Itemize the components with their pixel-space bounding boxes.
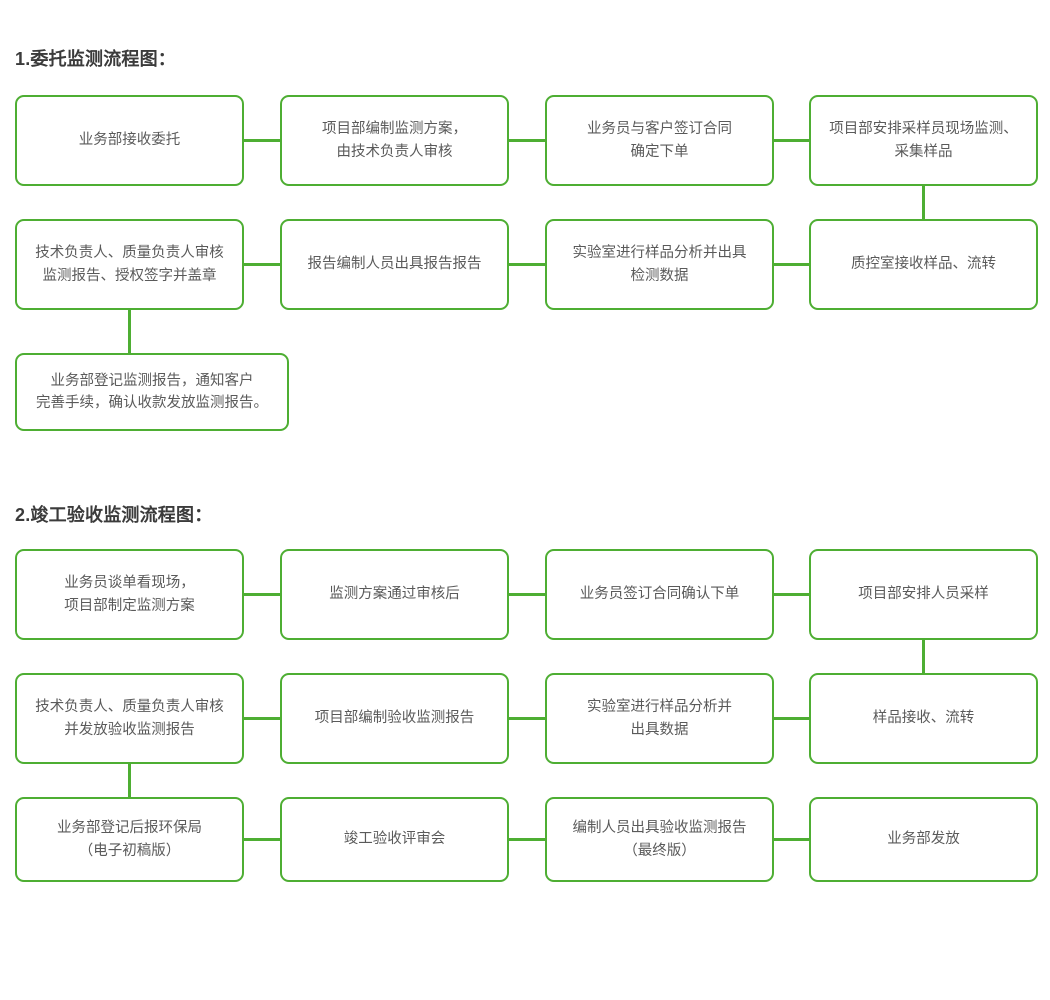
- flow-box-label: 项目部编制监测方案， 由技术负责人审核: [322, 121, 467, 160]
- flow-box-label: 质控室接收样品、流转: [851, 256, 996, 273]
- flow-box-s2-b9[interactable]: 业务部登记后报环保局 （电子初稿版）: [15, 797, 244, 882]
- flow-box-label: 业务员与客户签订合同 确定下单: [587, 121, 732, 160]
- connector-s1-b4-to-b8: [922, 186, 925, 219]
- flow-box-label: 样品接收、流转: [872, 710, 975, 727]
- section-2-title: 2.竣工验收监测流程图：: [15, 505, 213, 525]
- flow-box-label: 项目部安排采样员现场监测、 采集样品: [829, 121, 1018, 160]
- connector-s2-b1-to-b2: [244, 593, 280, 596]
- connector-s1-b1-to-b2: [244, 139, 280, 142]
- connector-s1-b3-to-b4: [774, 139, 809, 142]
- flow-box-s2-b11[interactable]: 编制人员出具验收监测报告 （最终版）: [545, 797, 774, 882]
- flow-box-label: 业务部发放: [887, 831, 960, 848]
- flow-box-label: 业务员签订合同确认下单: [579, 586, 740, 603]
- connector-s1-b5-to-b9: [128, 310, 131, 353]
- flow-box-label: 业务部接收委托: [78, 132, 181, 149]
- flow-box-s2-b7[interactable]: 实验室进行样品分析并 出具数据: [545, 673, 774, 764]
- flow-box-label: 竣工验收评审会: [343, 831, 446, 848]
- flow-box-s1-b4[interactable]: 项目部安排采样员现场监测、 采集样品: [809, 95, 1038, 186]
- flow-box-label: 技术负责人、质量负责人审核 监测报告、授权签字并盖章: [35, 245, 224, 284]
- flow-box-s1-b1[interactable]: 业务部接收委托: [15, 95, 244, 186]
- flow-box-s1-b6[interactable]: 报告编制人员出具报告报告: [280, 219, 509, 310]
- flow-box-s2-b10[interactable]: 竣工验收评审会: [280, 797, 509, 882]
- connector-s2-b5-to-b9: [128, 764, 131, 797]
- connector-s2-b6-to-b5: [244, 717, 280, 720]
- connector-s2-b7-to-b6: [509, 717, 545, 720]
- flow-box-s2-b3[interactable]: 业务员签订合同确认下单: [545, 549, 774, 640]
- flow-box-label: 报告编制人员出具报告报告: [307, 256, 482, 273]
- section-1-title: 1.委托监测流程图：: [15, 49, 177, 69]
- flow-box-s2-b2[interactable]: 监测方案通过审核后: [280, 549, 509, 640]
- connector-s1-b8-to-b7: [774, 263, 809, 266]
- connector-s2-b8-to-b7: [774, 717, 809, 720]
- flow-box-label: 实验室进行样品分析并出具 检测数据: [572, 245, 747, 284]
- flow-box-s1-b5[interactable]: 技术负责人、质量负责人审核 监测报告、授权签字并盖章: [15, 219, 244, 310]
- flow-box-label: 监测方案通过审核后: [329, 586, 460, 603]
- flow-box-s2-b12[interactable]: 业务部发放: [809, 797, 1038, 882]
- connector-s2-b4-to-b8: [922, 640, 925, 673]
- flow-box-label: 实验室进行样品分析并 出具数据: [587, 699, 732, 738]
- connector-s2-b9-to-b10: [244, 838, 280, 841]
- flow-box-s1-b2[interactable]: 项目部编制监测方案， 由技术负责人审核: [280, 95, 509, 186]
- flow-box-label: 业务部登记后报环保局 （电子初稿版）: [57, 820, 202, 859]
- flow-box-label: 业务部登记监测报告，通知客户 完善手续，确认收款发放监测报告。: [36, 372, 268, 411]
- flow-box-s1-b9[interactable]: 业务部登记监测报告，通知客户 完善手续，确认收款发放监测报告。: [15, 353, 289, 431]
- flow-box-s1-b7[interactable]: 实验室进行样品分析并出具 检测数据: [545, 219, 774, 310]
- flow-box-s2-b4[interactable]: 项目部安排人员采样: [809, 549, 1038, 640]
- connector-s2-b11-to-b12: [774, 838, 809, 841]
- flow-box-label: 项目部编制验收监测报告: [314, 710, 475, 727]
- flow-box-s2-b8[interactable]: 样品接收、流转: [809, 673, 1038, 764]
- flow-box-label: 项目部安排人员采样: [858, 586, 989, 603]
- connector-s2-b2-to-b3: [509, 593, 545, 596]
- flow-box-s1-b3[interactable]: 业务员与客户签订合同 确定下单: [545, 95, 774, 186]
- flow-box-label: 编制人员出具验收监测报告 （最终版）: [572, 820, 747, 859]
- flow-box-s2-b1[interactable]: 业务员谈单看现场， 项目部制定监测方案: [15, 549, 244, 640]
- connector-s1-b2-to-b3: [509, 139, 545, 142]
- connector-s2-b3-to-b4: [774, 593, 809, 596]
- connector-s2-b10-to-b11: [509, 838, 545, 841]
- connector-s1-b7-to-b6: [509, 263, 545, 266]
- flow-box-label: 业务员谈单看现场， 项目部制定监测方案: [64, 575, 195, 614]
- flow-box-s1-b8[interactable]: 质控室接收样品、流转: [809, 219, 1038, 310]
- connector-s1-b6-to-b5: [244, 263, 280, 266]
- flow-box-s2-b5[interactable]: 技术负责人、质量负责人审核 并发放验收监测报告: [15, 673, 244, 764]
- flow-box-s2-b6[interactable]: 项目部编制验收监测报告: [280, 673, 509, 764]
- flow-box-label: 技术负责人、质量负责人审核 并发放验收监测报告: [35, 699, 224, 738]
